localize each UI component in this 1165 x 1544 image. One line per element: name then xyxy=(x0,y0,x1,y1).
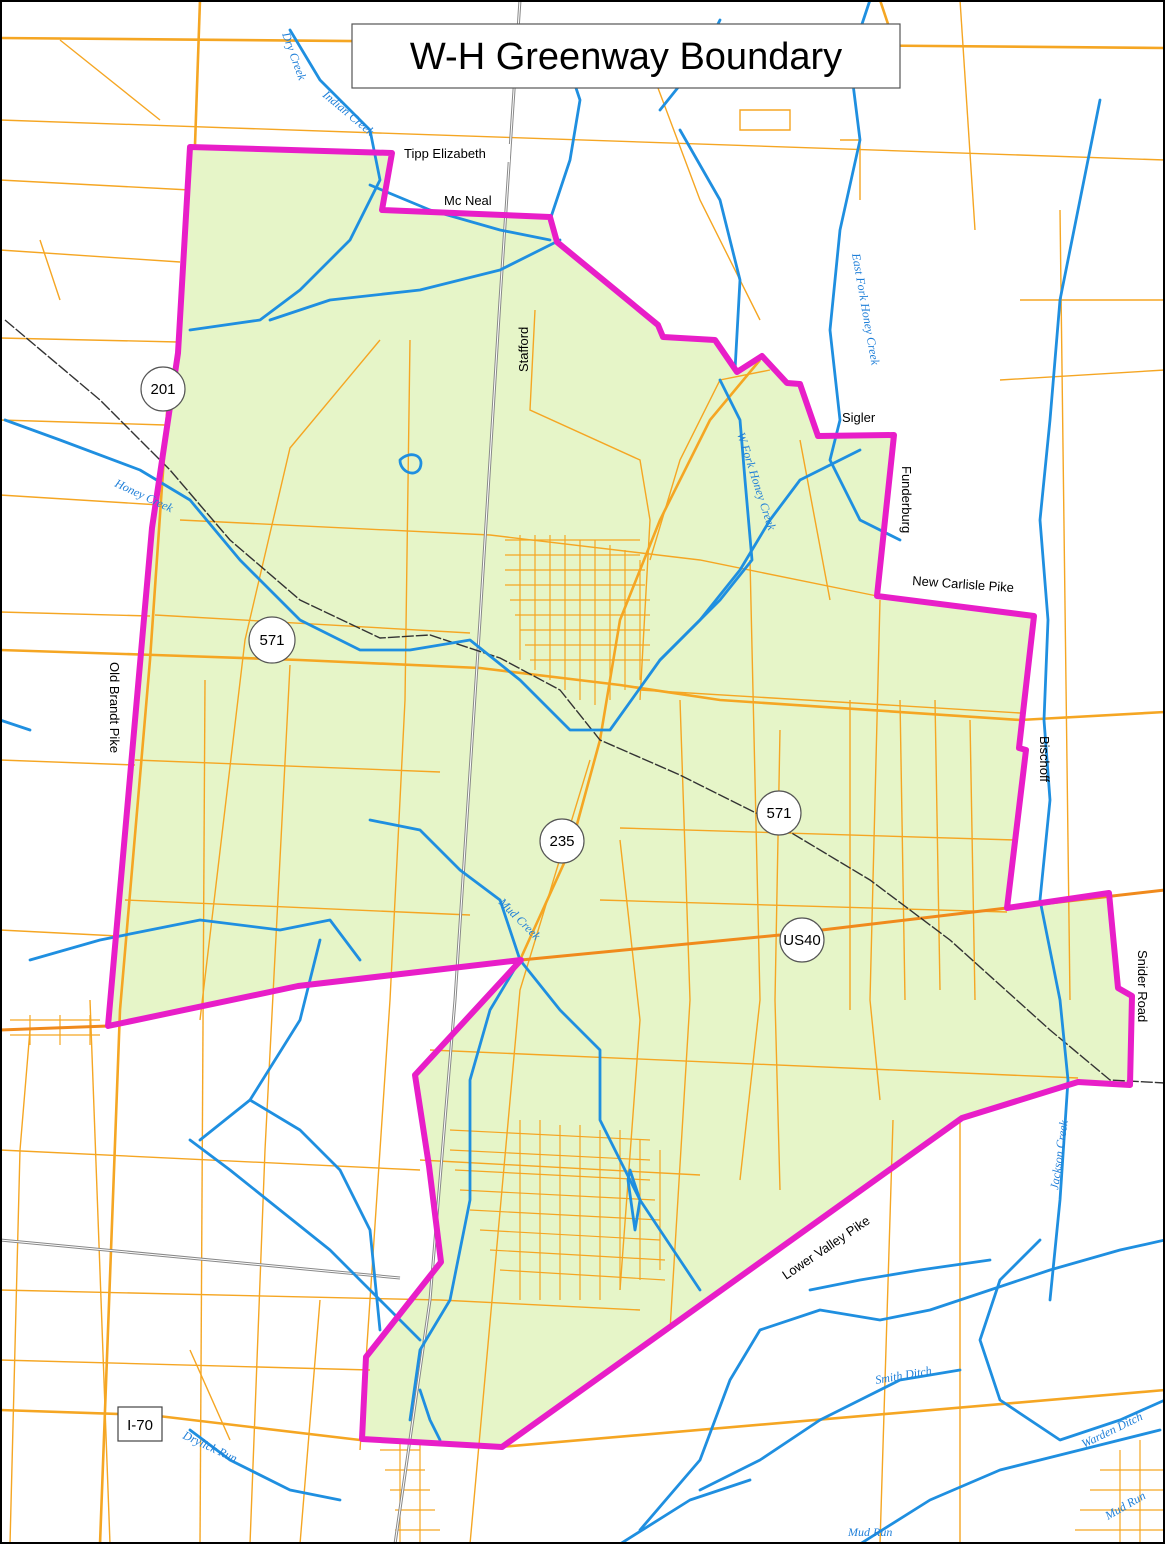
route-shield-571-west: 571 xyxy=(248,616,296,664)
svg-text:571: 571 xyxy=(259,632,284,649)
svg-text:I-70: I-70 xyxy=(127,1417,153,1434)
road-label-new-carlisle-pike: New Carlisle Pike xyxy=(912,573,1015,595)
road-label-mc-neal: Mc Neal xyxy=(444,193,492,208)
road-label-sigler: Sigler xyxy=(842,410,876,425)
svg-text:235: 235 xyxy=(549,833,574,850)
route-shield-235: 235 xyxy=(539,818,585,864)
route-shields: 201 571 571 235 US40 I-70 xyxy=(117,366,825,1442)
route-shield-571-east: 571 xyxy=(756,790,802,836)
road-label-funderburg: Funderburg xyxy=(899,466,914,533)
road-label-bischoff: Bischoff xyxy=(1037,736,1052,782)
svg-text:571: 571 xyxy=(766,805,791,822)
svg-text:201: 201 xyxy=(150,381,175,398)
route-shield-us40: US40 xyxy=(779,917,825,963)
creek-label-mud-run-bottom: Mud Run xyxy=(847,1525,892,1539)
greenway-area xyxy=(108,147,1132,1447)
tipp-elizabeth-label-bg xyxy=(398,144,510,162)
railroad-line xyxy=(4,319,1165,1084)
road-label-snider-road: Snider Road xyxy=(1135,950,1150,1022)
road-label-old-brandt-pike: Old Brandt Pike xyxy=(107,662,122,753)
map-title: W-H Greenway Boundary xyxy=(410,36,842,78)
svg-text:US40: US40 xyxy=(783,932,821,949)
town-street-grids xyxy=(10,535,1165,1544)
road-label-tipp-elizabeth: Tipp Elizabeth xyxy=(404,146,486,161)
greenway-boundary xyxy=(105,144,1135,1450)
route-shield-201: 201 xyxy=(140,366,186,412)
road-label-stafford: Stafford xyxy=(516,327,531,372)
route-shield-i70: I-70 xyxy=(117,1406,163,1442)
title-box: W-H Greenway Boundary xyxy=(351,23,901,89)
